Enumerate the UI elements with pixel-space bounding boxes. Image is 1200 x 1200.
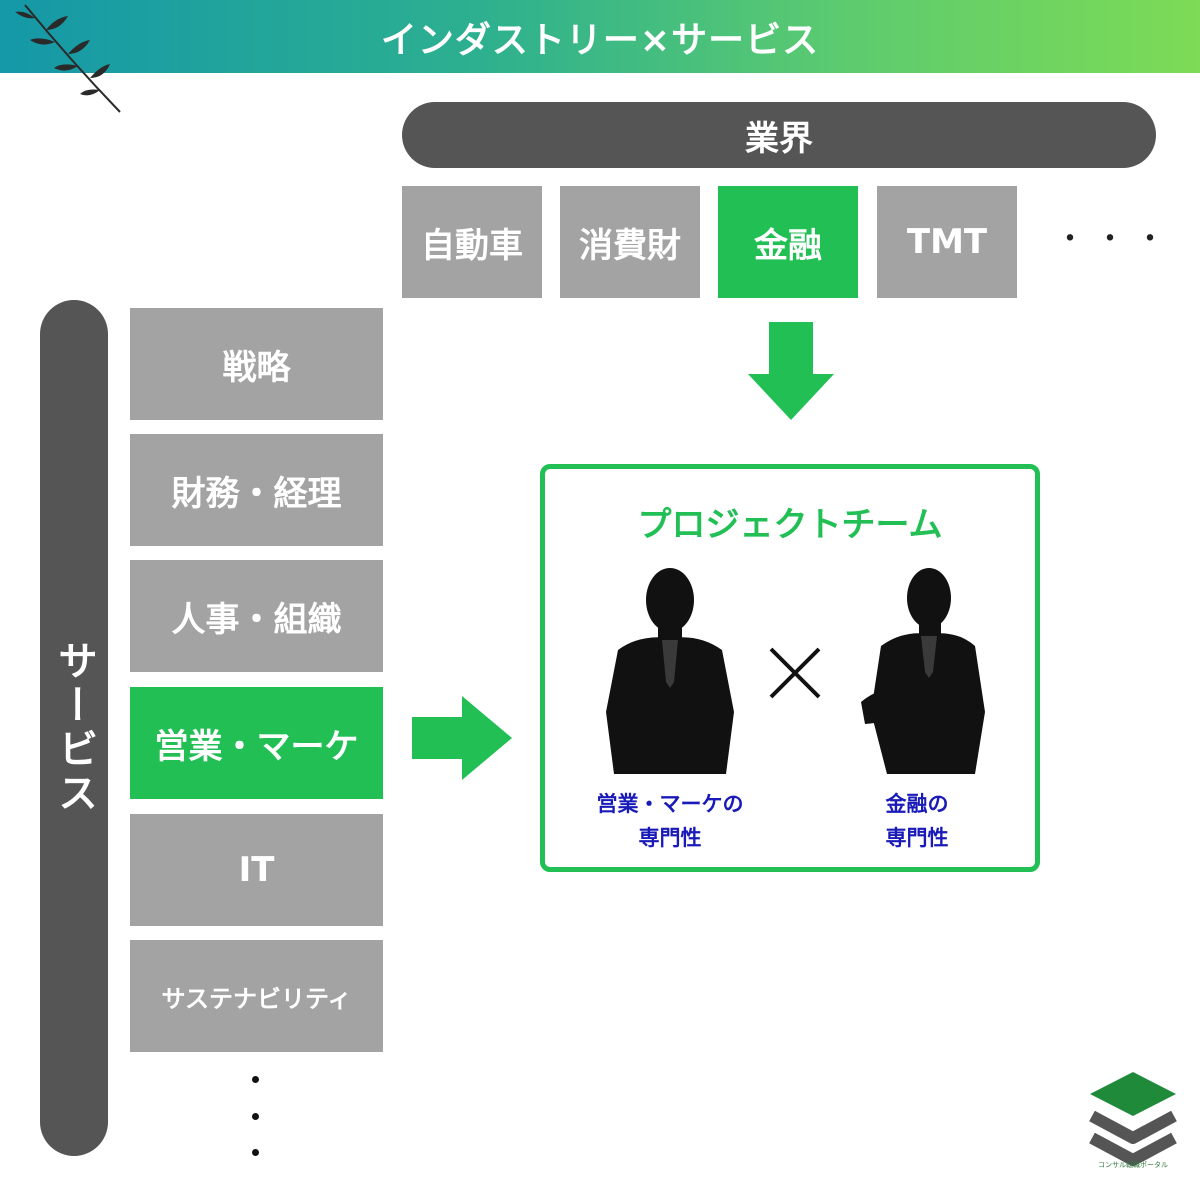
service-item-hr-organization: 人事・組織 <box>130 560 383 672</box>
leaf-decoration-icon <box>15 4 121 113</box>
service-item-sales-marketing: 営業・マーケ <box>130 687 383 799</box>
logo-icon <box>1089 1072 1177 1166</box>
businessman-silhouette-icon <box>606 568 734 774</box>
service-header: サービス <box>40 300 108 1156</box>
header-banner: インダストリー×サービス <box>0 0 1200 73</box>
businessman-silhouette-icon <box>861 568 985 774</box>
industry-more: ・・・ <box>1055 222 1175 257</box>
finance-expertise-label: 金融の 専門性 <box>885 792 949 850</box>
industry-header: 業界 <box>402 102 1156 168</box>
service-item-finance-accounting: 財務・経理 <box>130 434 383 546</box>
service-item-strategy: 戦略 <box>130 308 383 420</box>
service-more-icon <box>240 1076 270 1156</box>
industry-item-consumer-goods: 消費財 <box>560 186 700 298</box>
service-header-label: サービス <box>51 640 97 816</box>
logo-text: コンサル転職ポータル <box>1098 1161 1168 1169</box>
project-team-box: プロジェクトチーム 営業・マーケの 専門性 金融の 専門性 <box>540 464 1040 872</box>
team-title: プロジェクトチーム <box>637 505 943 545</box>
times-icon <box>769 647 821 699</box>
industry-item-automotive: 自動車 <box>402 186 542 298</box>
service-item-it: IT <box>130 814 383 926</box>
page-title: インダストリー×サービス <box>380 19 820 61</box>
arrow-down-icon <box>748 322 834 420</box>
arrow-right-icon <box>412 696 512 780</box>
industry-item-tmt: TMT <box>877 186 1017 298</box>
industry-item-finance: 金融 <box>718 186 858 298</box>
sales-marketing-expertise-label: 営業・マーケの 専門性 <box>596 792 744 850</box>
service-item-sustainability: サステナビリティ <box>130 940 383 1052</box>
